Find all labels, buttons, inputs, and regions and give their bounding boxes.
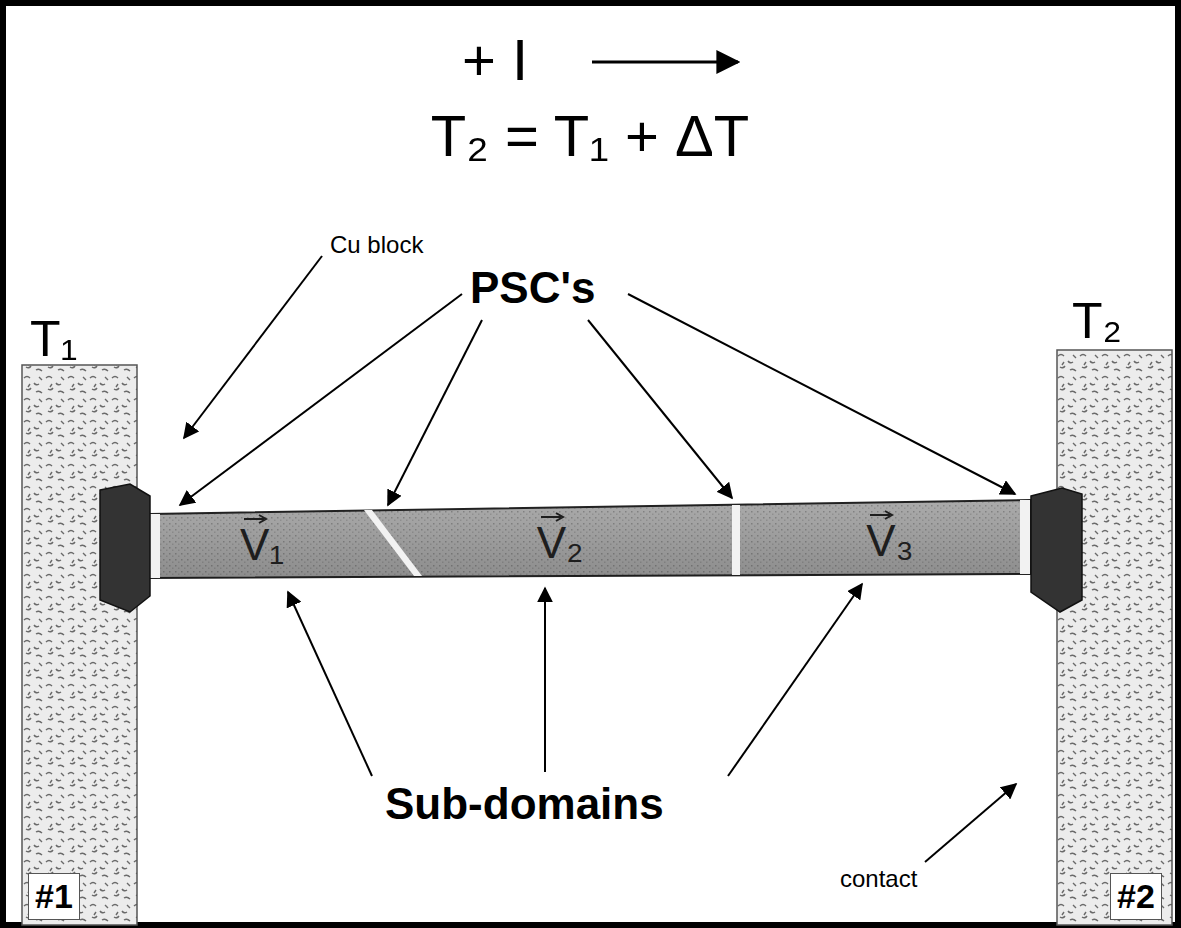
sub-domain: V₁ [234,513,290,571]
block-number-text: #2 [1117,878,1155,915]
sub-domain: V₃ [860,509,919,567]
leader-line [288,592,372,776]
block-number: #1 [28,873,80,920]
vector-label: V₃ [866,517,913,565]
vector-label: V₁ [240,521,284,569]
part-label: Sub-domains [385,780,664,828]
vector-label: V₂ [537,519,583,567]
psc-stripe [732,505,740,575]
psc-stripe [150,514,160,578]
equation: T₂ = T₁ + ΔT [431,104,749,168]
temperature-label: T₂ [1072,294,1122,349]
sample-bar [150,500,1030,578]
leader-line [180,294,462,505]
part-label: Cu block [330,232,423,258]
cu-block [1057,350,1172,925]
leader-line [628,294,1015,494]
part-label: PSC's [470,264,595,312]
leader-line [544,588,546,772]
sub-domain: V₂ [531,511,589,569]
block-number-text: #1 [35,878,73,915]
contact-pad [100,484,150,612]
leader-line [588,320,732,498]
bar-shade [150,500,1030,578]
leader-line [184,256,322,438]
frame [3,3,1178,925]
contact-pad [1031,488,1082,612]
cu-block [22,365,137,925]
temperature-label: T₁ [30,312,77,367]
psc-stripe [364,510,422,576]
leader-line [728,584,862,776]
leader-line [925,784,1016,862]
leader-line [388,320,482,505]
current-label: + I [462,28,528,92]
part-label: contact [840,866,917,892]
current-arrow [592,61,738,64]
block-number: #2 [1110,873,1162,920]
psc-stripe [1020,500,1030,574]
